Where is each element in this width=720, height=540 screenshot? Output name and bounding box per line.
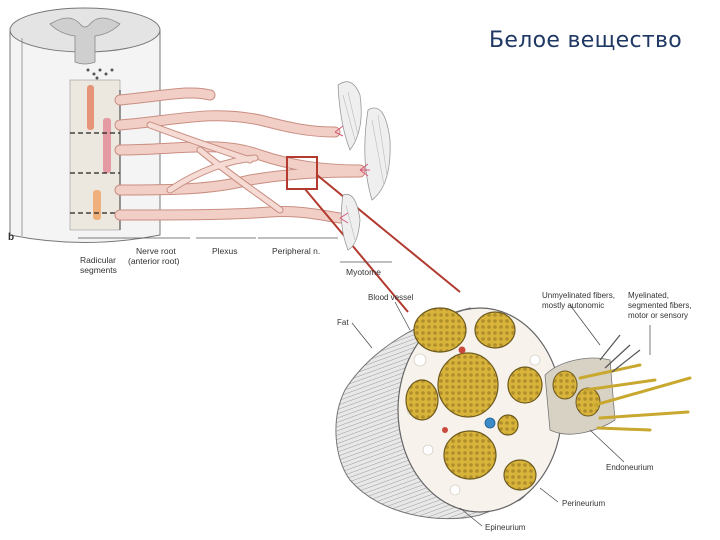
label-nerve-root-2: (anterior root): [128, 256, 180, 266]
label-myelinated-3: motor or sensory: [628, 311, 688, 320]
slide-title: Белое вещество: [489, 28, 682, 53]
connector-line: [316, 174, 461, 293]
label-blood-vessel: Blood vessel: [368, 293, 414, 302]
label-plexus: Plexus: [212, 246, 238, 256]
label-fat: Fat: [337, 318, 349, 327]
label-radicular-1: Radicular: [80, 255, 116, 265]
label-myelinated-2: segmented fibers,: [628, 301, 692, 310]
panel-letter: b: [8, 232, 14, 243]
label-unmyelinated-1: Unmyelinated fibers,: [542, 291, 615, 300]
label-myelinated-1: Myelinated,: [628, 291, 669, 300]
label-radicular-2: segments: [80, 265, 117, 275]
connector-line: [304, 188, 409, 313]
label-endoneurium: Endoneurium: [606, 463, 654, 472]
label-myotome: Myotome: [346, 267, 381, 277]
label-unmyelinated-2: mostly autonomic: [542, 301, 604, 310]
label-peripheral: Peripheral n.: [272, 246, 320, 256]
label-perineurium: Perineurium: [562, 499, 605, 508]
highlight-box: [286, 156, 318, 190]
label-nerve-root-1: Nerve root: [136, 246, 176, 256]
nerve-cross-section: [335, 307, 692, 520]
label-epineurium: Epineurium: [485, 523, 526, 532]
